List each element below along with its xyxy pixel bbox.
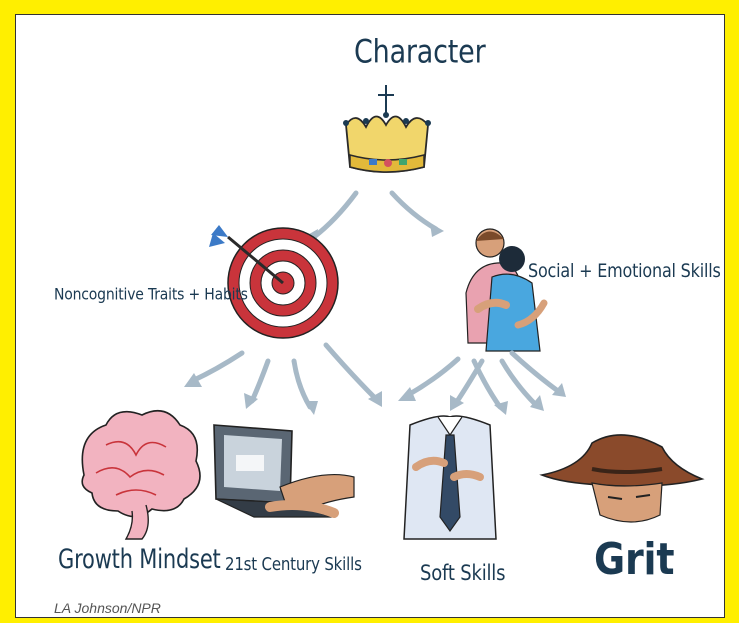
arrow-social-to-grit (499, 358, 544, 411)
arrow-social-to-soft (398, 356, 461, 401)
arrow-target-to-soft (323, 342, 382, 407)
label-soft-skills: Soft Skills (420, 560, 506, 587)
arrow-social-to-grit-b (509, 350, 566, 397)
image-credit: LA Johnson/NPR (54, 600, 161, 616)
arrow-target-to-growth (184, 350, 245, 387)
arrow-social-to-soft-c (471, 358, 508, 415)
label-noncognitive: Noncognitive Traits + Habits (54, 285, 248, 305)
arrow-target-to-21 (244, 358, 271, 409)
illustration-panel: Character Noncognitive Traits + Habits S… (15, 14, 725, 618)
arrow-social-to-soft-b (450, 358, 485, 411)
label-growth-mindset: Growth Mindset (58, 544, 221, 574)
shirt-tie-icon (403, 415, 497, 540)
label-21st-century-skills: 21st Century Skills (225, 553, 362, 575)
arrow-crown-to-social (389, 190, 444, 237)
cowboy-icon (539, 434, 705, 523)
crown-icon (343, 85, 431, 173)
hug-icon (465, 228, 548, 352)
diagram-art (81, 85, 705, 540)
arrow-target-to-21b (291, 358, 318, 415)
laptop-icon (213, 424, 355, 518)
diagram-title: Character (354, 34, 486, 71)
target-icon (209, 225, 339, 339)
label-grit: Grit (594, 533, 675, 585)
label-social: Social + Emotional Skills (528, 259, 721, 282)
brain-icon (81, 409, 201, 540)
